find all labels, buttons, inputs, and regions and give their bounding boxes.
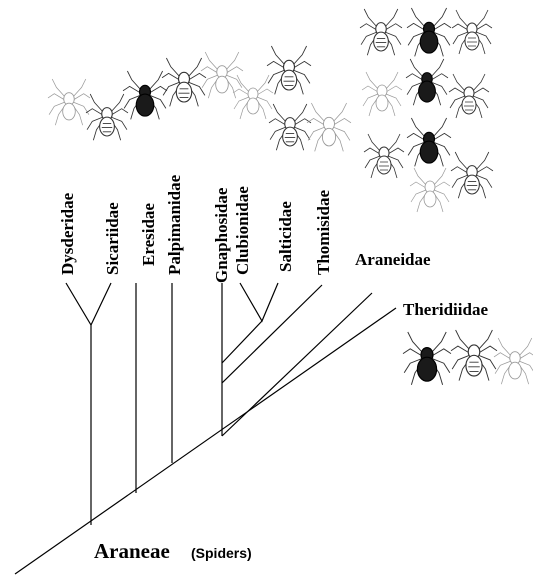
spider-icon: [362, 72, 402, 116]
tree-branches: [15, 283, 396, 574]
spider-icon: [233, 75, 273, 119]
spider-icon: [162, 58, 206, 106]
spider-icon: [403, 332, 451, 385]
root-label-group: Araneae (Spiders): [94, 539, 252, 563]
label-clubionidae: Clubionidae: [233, 186, 252, 275]
branch-to-thomisidae-group: [222, 285, 322, 383]
spider-icon: [494, 338, 533, 384]
spider-icon: [410, 168, 450, 212]
root-label: Araneae: [94, 539, 170, 563]
spider-icon: [451, 152, 493, 198]
label-dysderidae: Dysderidae: [58, 192, 77, 275]
spider-icon: [267, 46, 311, 94]
branch-araneidae: [222, 293, 372, 436]
spider-icon: [123, 71, 167, 119]
spider-icon: [307, 103, 351, 151]
spider-icon: [86, 94, 128, 140]
spider-icon: [201, 52, 243, 98]
label-gnaphosidae: Gnaphosidae: [212, 187, 231, 283]
spider-icon: [407, 118, 451, 166]
spider-icon: [364, 134, 404, 178]
label-palpimanidae: Palpimanidae: [165, 174, 184, 275]
spider-icon: [452, 10, 492, 54]
spider-illustrations: [48, 8, 533, 385]
root-sublabel: (Spiders): [191, 545, 252, 561]
spider-icon: [451, 330, 497, 381]
branch-clubionidae-salticidae: [240, 283, 278, 321]
spider-icon: [449, 74, 489, 118]
label-sicariidae: Sicariidae: [103, 202, 122, 275]
label-salticidae: Salticidae: [276, 201, 295, 272]
branch-to-salticidae: [222, 321, 262, 363]
spider-icon: [406, 59, 448, 105]
branch-dysderidae-sicariidae: [66, 283, 111, 325]
label-theridiidae: Theridiidae: [403, 300, 488, 319]
label-araneidae: Araneidae: [355, 250, 431, 269]
spider-icon: [48, 79, 90, 125]
spider-icon: [407, 8, 451, 56]
spider-icon: [360, 9, 402, 55]
branch-root-trunk: [15, 308, 396, 574]
label-eresidae: Eresidae: [139, 203, 158, 266]
label-thomisidae: Thomisidae: [314, 190, 333, 275]
spider-icon: [269, 104, 311, 150]
